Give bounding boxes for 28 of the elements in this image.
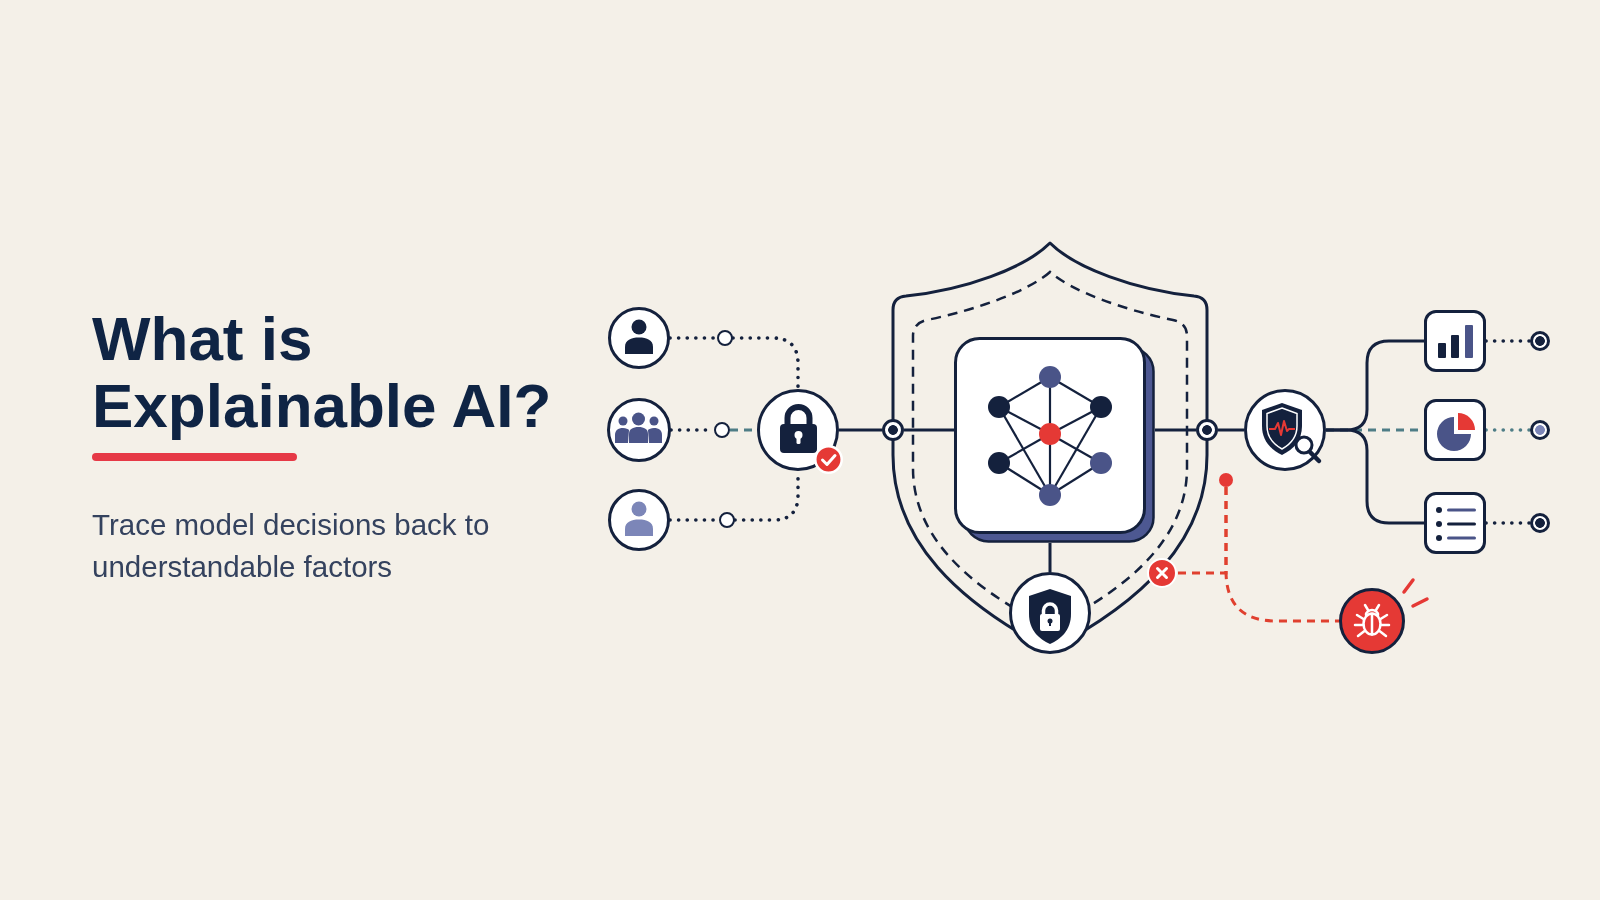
connector-line <box>1155 428 1196 432</box>
dotted-connector <box>1484 521 1532 525</box>
model-card <box>954 337 1155 543</box>
endpoint-node <box>1530 331 1550 351</box>
connector-line <box>1048 543 1052 572</box>
connector-line <box>1326 428 1424 525</box>
output-card <box>1424 310 1486 372</box>
endpoint-node <box>1530 420 1550 440</box>
dotted-connector <box>1484 339 1532 343</box>
connector-line <box>904 428 954 432</box>
subtitle: Trace model decisions back to understandable factors <box>92 507 491 585</box>
dotted-connector <box>1484 428 1532 432</box>
output-card <box>1424 492 1486 554</box>
connector-node <box>717 330 733 346</box>
endpoint-node <box>1530 513 1550 533</box>
connector-node <box>719 512 735 528</box>
connector-line <box>1218 428 1244 432</box>
junction-node <box>1196 419 1218 441</box>
avatar-circle <box>607 398 671 462</box>
error-marker <box>1147 558 1177 588</box>
junction-node <box>882 419 904 441</box>
title: What is Explainable AI? <box>92 305 553 439</box>
output-card <box>1424 399 1486 461</box>
dashed-connector <box>1224 487 1339 623</box>
dotted-connector <box>731 336 800 391</box>
connector-line <box>839 428 882 432</box>
connector-node <box>714 422 730 438</box>
signal-dot <box>1219 473 1233 487</box>
